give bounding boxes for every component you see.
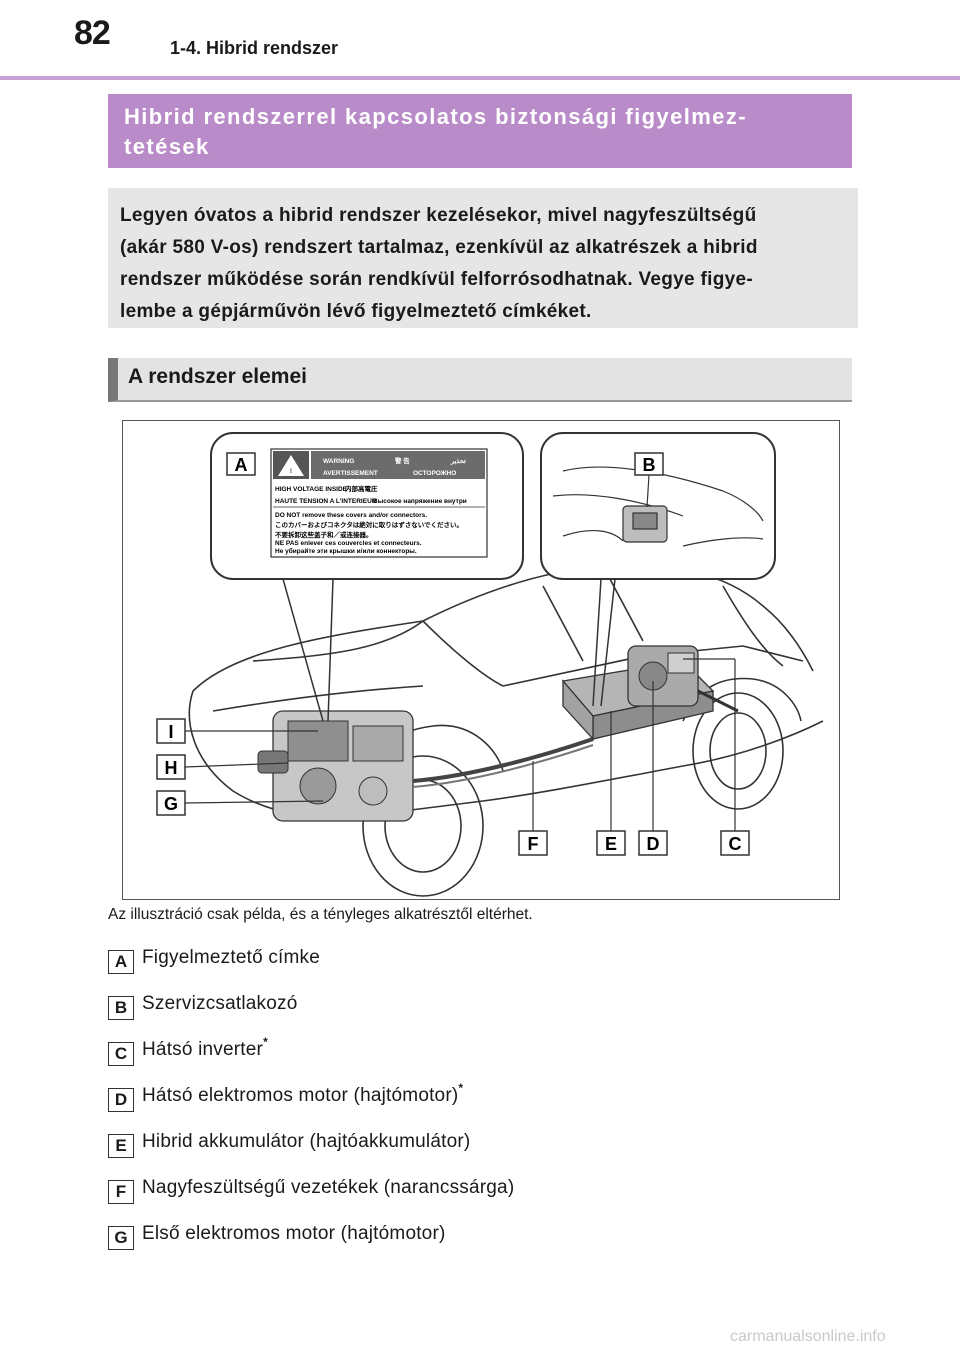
legend-text-a: Figyelmeztető címke: [142, 947, 321, 968]
title-band: Hibrid rendszerrel kapcsolatos biztonság…: [108, 94, 852, 168]
callout-d-label: D: [647, 834, 660, 854]
svg-text:AVERTISSEMENT: AVERTISSEMENT: [323, 470, 378, 477]
footnote-marker: *: [263, 1035, 268, 1049]
hv-cables-outline: [412, 744, 594, 788]
rear-motor-assembly: [627, 645, 739, 713]
callout-h-label: H: [165, 758, 178, 778]
callout-a-label: A: [235, 455, 248, 475]
legend-item-b: B Szervizcsatlakozó: [108, 989, 298, 1020]
legend-key-d: D: [108, 1088, 134, 1112]
subsection-title: A rendszer elemei: [128, 365, 307, 388]
legend-item-c: C Hátsó inverter*: [108, 1035, 268, 1066]
legend-item-f: F Nagyfeszültségű vezetékek (narancssárg…: [108, 1173, 515, 1204]
car-diagram: A ! WARNING 警 告 تحذير AVERTISSEMENT ОСТО…: [156, 432, 824, 897]
callout-e-label: E: [605, 834, 617, 854]
watermark: carmanualsonline.info: [730, 1328, 886, 1345]
svg-text:HIGH VOLTAGE INSIDE: HIGH VOLTAGE INSIDE: [275, 486, 348, 493]
svg-text:内部高電圧: 内部高電圧: [345, 484, 378, 493]
callout-b-label: B: [643, 455, 656, 475]
legend-text-b: Szervizcsatlakozó: [142, 993, 298, 1014]
callout-c-label: C: [729, 834, 742, 854]
legend-item-a: A Figyelmeztető címke: [108, 943, 321, 974]
svg-text:ОСТОРОЖНО: ОСТОРОЖНО: [413, 470, 456, 477]
callout-g-label: G: [164, 794, 178, 814]
hybrid-system-illustration: A ! WARNING 警 告 تحذير AVERTISSEMENT ОСТО…: [122, 420, 840, 900]
svg-text:Высокое напряжение внутри: Высокое напряжение внутри: [373, 498, 467, 505]
svg-text:!: !: [290, 468, 292, 475]
illustration-caption: Az illusztráció csak példa, és a tényleg…: [108, 906, 533, 923]
legend-text-g: Első elektromos motor (hajtómotor): [142, 1223, 446, 1244]
legend-key-a: A: [108, 950, 134, 974]
svg-text:不要拆卸这些盖子和／或连接器。: 不要拆卸这些盖子和／或连接器。: [275, 530, 373, 539]
legend-key-f: F: [108, 1180, 134, 1204]
legend-key-b: B: [108, 996, 134, 1020]
warning-box: Legyen óvatos a hibrid rendszer kezelése…: [108, 188, 858, 328]
callout-c-key: [720, 830, 750, 856]
callout-a-key: [226, 452, 256, 476]
svg-text:警 告: 警 告: [395, 456, 410, 465]
warning-line-2: (akár 580 V-os) rendszert tartalmaz, eze…: [120, 237, 758, 258]
legend-key-c: C: [108, 1042, 134, 1066]
service-plug-detail: [552, 466, 764, 547]
subsection-header: A rendszer elemei: [108, 358, 852, 402]
svg-text:このカバーおよびコネクタは絶対に取りはずさないでください。: このカバーおよびコネクタは絶対に取りはずさないでください。: [275, 520, 463, 529]
legend-key-g: G: [108, 1226, 134, 1250]
warning-line-4: lembe a gépjárművön lévő figyelmeztető c…: [120, 301, 592, 322]
callout-f-label: F: [528, 834, 539, 854]
svg-text:HAUTE TENSION A L'INTERIEUR: HAUTE TENSION A L'INTERIEUR: [275, 498, 377, 505]
legend-key-e: E: [108, 1134, 134, 1158]
svg-text:WARNING: WARNING: [323, 458, 354, 465]
warning-line-3: rendszer működése során rendkívül felfor…: [120, 269, 753, 290]
title-line-1: Hibrid rendszerrel kapcsolatos biztonság…: [124, 104, 747, 129]
legend-text-d: Hátsó elektromos motor (hajtómotor)*: [142, 1081, 464, 1106]
section-label: 1-4. Hibrid rendszer: [170, 38, 339, 58]
legend-item-g: G Első elektromos motor (hajtómotor): [108, 1219, 446, 1250]
page-number: 82: [74, 14, 111, 52]
warning-sticker: ! WARNING 警 告 تحذير AVERTISSEMENT ОСТОРО…: [270, 448, 488, 558]
legend-text-e: Hibrid akkumulátor (hajtóakkumulátor): [142, 1131, 471, 1152]
front-motor-assembly: [257, 710, 414, 822]
callout-i-key: [156, 718, 186, 744]
svg-text:NE PAS enlever ces couvercles: NE PAS enlever ces couvercles et connect…: [275, 540, 422, 547]
legend-text-f: Nagyfeszültségű vezetékek (narancssárga): [142, 1177, 515, 1198]
callout-i-label: I: [168, 722, 173, 742]
legend-item-d: D Hátsó elektromos motor (hajtómotor)*: [108, 1081, 464, 1112]
svg-text:Не убирайте эти крышки и/или к: Не убирайте эти крышки и/или коннекторы.: [275, 547, 417, 555]
hv-cables: [412, 737, 594, 783]
footnote-marker: *: [458, 1081, 464, 1095]
callout-f-key: [518, 830, 548, 856]
header-rule: [0, 76, 960, 80]
svg-text:DO NOT remove these covers and: DO NOT remove these covers and/or connec…: [275, 512, 427, 519]
legend-text-c: Hátsó inverter*: [142, 1035, 268, 1060]
title-line-2: tetések: [124, 134, 210, 159]
legend-item-e: E Hibrid akkumulátor (hajtóakkumulátor): [108, 1127, 471, 1158]
svg-text:تحذير: تحذير: [450, 458, 466, 465]
warning-line-1: Legyen óvatos a hibrid rendszer kezelése…: [120, 205, 757, 226]
